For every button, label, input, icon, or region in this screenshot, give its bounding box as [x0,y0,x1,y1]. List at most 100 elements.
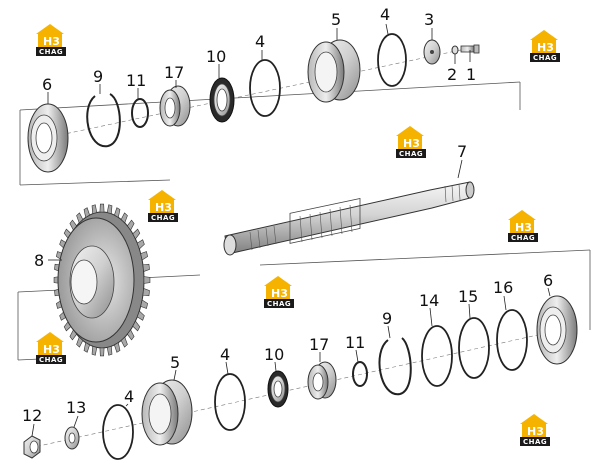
label-11: 11 [126,71,146,90]
gear-tooth [76,336,84,348]
bearing-6-lower [536,295,578,365]
shim-15 [458,317,490,379]
seal-17-lower [307,361,337,400]
gear-tooth [140,299,148,309]
label-15: 15 [458,287,478,306]
label-8: 8 [34,251,44,270]
gear-tooth [83,207,90,218]
leader-lines [31,23,551,437]
label-13: 13 [66,398,86,417]
snap-ring-9-lower [378,337,412,396]
gear-tooth [136,310,145,321]
svg-text:H3: H3 [527,425,544,438]
bolt-1 [460,44,480,54]
gear-tooth [91,345,98,356]
svg-text:CHAG: CHAG [39,48,63,56]
shim-14 [421,325,453,387]
bearing-cup-5-lower [141,379,193,446]
label-17: 17 [164,63,184,82]
gear-tooth [126,219,135,231]
bearing-6-upper [27,103,69,173]
label-14: 14 [419,291,439,310]
svg-text:H3: H3 [271,287,288,300]
o-ring-4-lower-right [214,373,246,431]
o-ring-4-lower-left [102,404,134,460]
svg-text:CHAG: CHAG [267,300,291,308]
label-11: 11 [345,333,365,352]
svg-text:H3: H3 [515,221,532,234]
gear-tooth [99,347,105,357]
svg-text:CHAG: CHAG [523,438,547,446]
label-4: 4 [380,5,390,24]
gear-tooth [142,263,150,272]
washer-13 [64,426,80,450]
svg-text:CHAG: CHAG [533,54,557,62]
gear-tooth [132,228,141,240]
label-7: 7 [457,142,467,161]
gear-tooth [106,345,113,356]
gear-tooth [142,288,150,297]
seal-ring-10-upper [209,77,235,123]
washer-11-upper [131,98,149,128]
svg-text:CHAG: CHAG [511,234,535,242]
shim-16 [496,309,528,371]
gear-tooth [106,204,113,215]
gear-8 [53,203,151,357]
label-9: 9 [93,67,103,86]
svg-text:CHAG: CHAG [39,356,63,364]
assembly-frame-lower [17,249,591,361]
snap-ring-9-upper [86,93,121,148]
seal-17-upper [159,85,191,127]
gear-tooth [114,207,121,218]
label-12: 12 [22,406,42,425]
o-ring-4-upper-left [249,59,281,117]
svg-text:CHAG: CHAG [151,214,175,222]
washer-2 [451,45,459,55]
gear-tooth [83,342,90,353]
label-4: 4 [255,32,265,51]
svg-text:H3: H3 [43,343,60,356]
label-5: 5 [331,10,341,29]
gear-tooth [136,239,145,250]
o-ring-4-upper-right [377,33,407,87]
gear-tooth [120,212,128,224]
svg-text:H3: H3 [155,201,172,214]
gear-tooth [120,336,128,348]
gear-tooth [91,204,98,215]
gear-tooth [126,329,135,341]
gear-tooth [132,320,141,332]
washer-11-lower [352,361,368,387]
svg-text:H3: H3 [43,35,60,48]
gear-tooth [76,212,84,224]
label-1: 1 [466,65,476,84]
gear-tooth [114,342,121,353]
label-6: 6 [42,75,52,94]
shaft-7 [223,181,475,256]
label-9: 9 [382,309,392,328]
label-17: 17 [309,335,329,354]
bearing-cup-5-upper [307,39,361,103]
label-16: 16 [493,278,513,297]
cover-plate-3 [423,39,441,65]
part-labels: 1 2 3 4 5 4 10 17 11 9 6 7 8 14 15 16 6 … [22,5,553,425]
label-10: 10 [264,345,284,364]
label-5: 5 [170,353,180,372]
nut-12 [23,435,41,459]
label-4: 4 [220,345,230,364]
svg-text:CHAG: CHAG [399,150,423,158]
gear-tooth [140,251,148,261]
seal-ring-10-lower [267,370,289,408]
label-10: 10 [206,47,226,66]
label-6: 6 [543,271,553,290]
label-2: 2 [447,65,457,84]
